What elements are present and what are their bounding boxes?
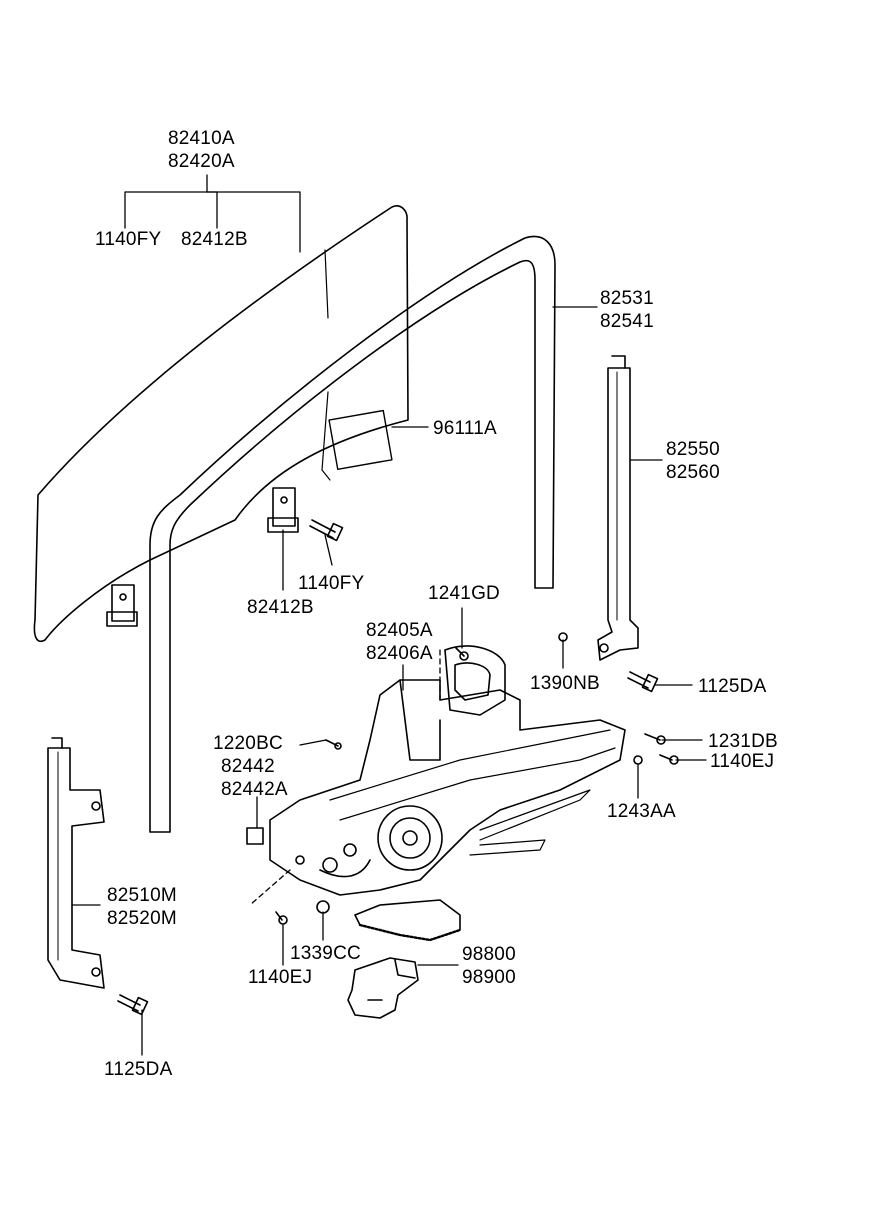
- screw-1231db: [644, 733, 666, 745]
- nut-1339cc: [316, 900, 330, 914]
- glass-clip-top: [267, 487, 299, 533]
- label-front-rail: 82510M 82520M: [107, 885, 177, 929]
- regulator-motor: [347, 957, 419, 1019]
- label-screw-1241: 1241GD: [428, 583, 500, 604]
- label-grommet: 1220BC 82442 82442A: [213, 733, 288, 800]
- label-screw-1140-right: 1140EJ: [710, 751, 775, 772]
- run-channel: [149, 235, 556, 833]
- front-rail: [47, 737, 105, 989]
- label-bolt-top: 1140FY: [95, 229, 162, 250]
- sector-gear: [354, 899, 462, 942]
- label-rear-rail: 82550 82560: [666, 439, 720, 483]
- label-screw-1243: 1243AA: [607, 801, 676, 822]
- label-motor: 98800 98900: [462, 944, 516, 988]
- screw-1241gd: [455, 647, 469, 661]
- label-regulator: 82405A 82406A: [366, 620, 433, 664]
- leader-lines: [71, 174, 707, 1056]
- label-bolt-front: 1125DA: [104, 1059, 173, 1080]
- label-nut-1339: 1339CC: [290, 943, 361, 964]
- grommet-82442: [246, 827, 264, 845]
- bolt-1140fy: [309, 519, 344, 542]
- bolt-1125da-right: [627, 671, 659, 693]
- label-sticker: 96111A: [433, 418, 497, 439]
- screw-1220bc: [325, 739, 342, 750]
- rear-rail: [597, 355, 639, 661]
- label-clip-mid: 82412B: [247, 597, 314, 618]
- screw-1140ej-bottom: [275, 911, 288, 925]
- screw-1243aa: [633, 755, 643, 765]
- label-glass: 82410A 82420A: [168, 128, 235, 172]
- label-channel: 82531 82541: [600, 288, 654, 332]
- label-bolt-rear: 1125DA: [698, 676, 767, 697]
- bolt-1125da-left: [117, 994, 149, 1016]
- door-glass: [33, 205, 409, 642]
- label-nut-1390: 1390NB: [530, 673, 600, 694]
- label-screw-1231: 1231DB: [708, 731, 778, 752]
- label-clip-top: 82412B: [181, 229, 248, 250]
- label-bolt-mid: 1140FY: [298, 573, 365, 594]
- window-regulator: [269, 645, 626, 896]
- screw-1140ej-right: [659, 754, 679, 765]
- window-sticker: [328, 409, 393, 471]
- label-screw-1140-bottom: 1140EJ: [248, 967, 313, 988]
- glass-clip-left: [106, 584, 138, 627]
